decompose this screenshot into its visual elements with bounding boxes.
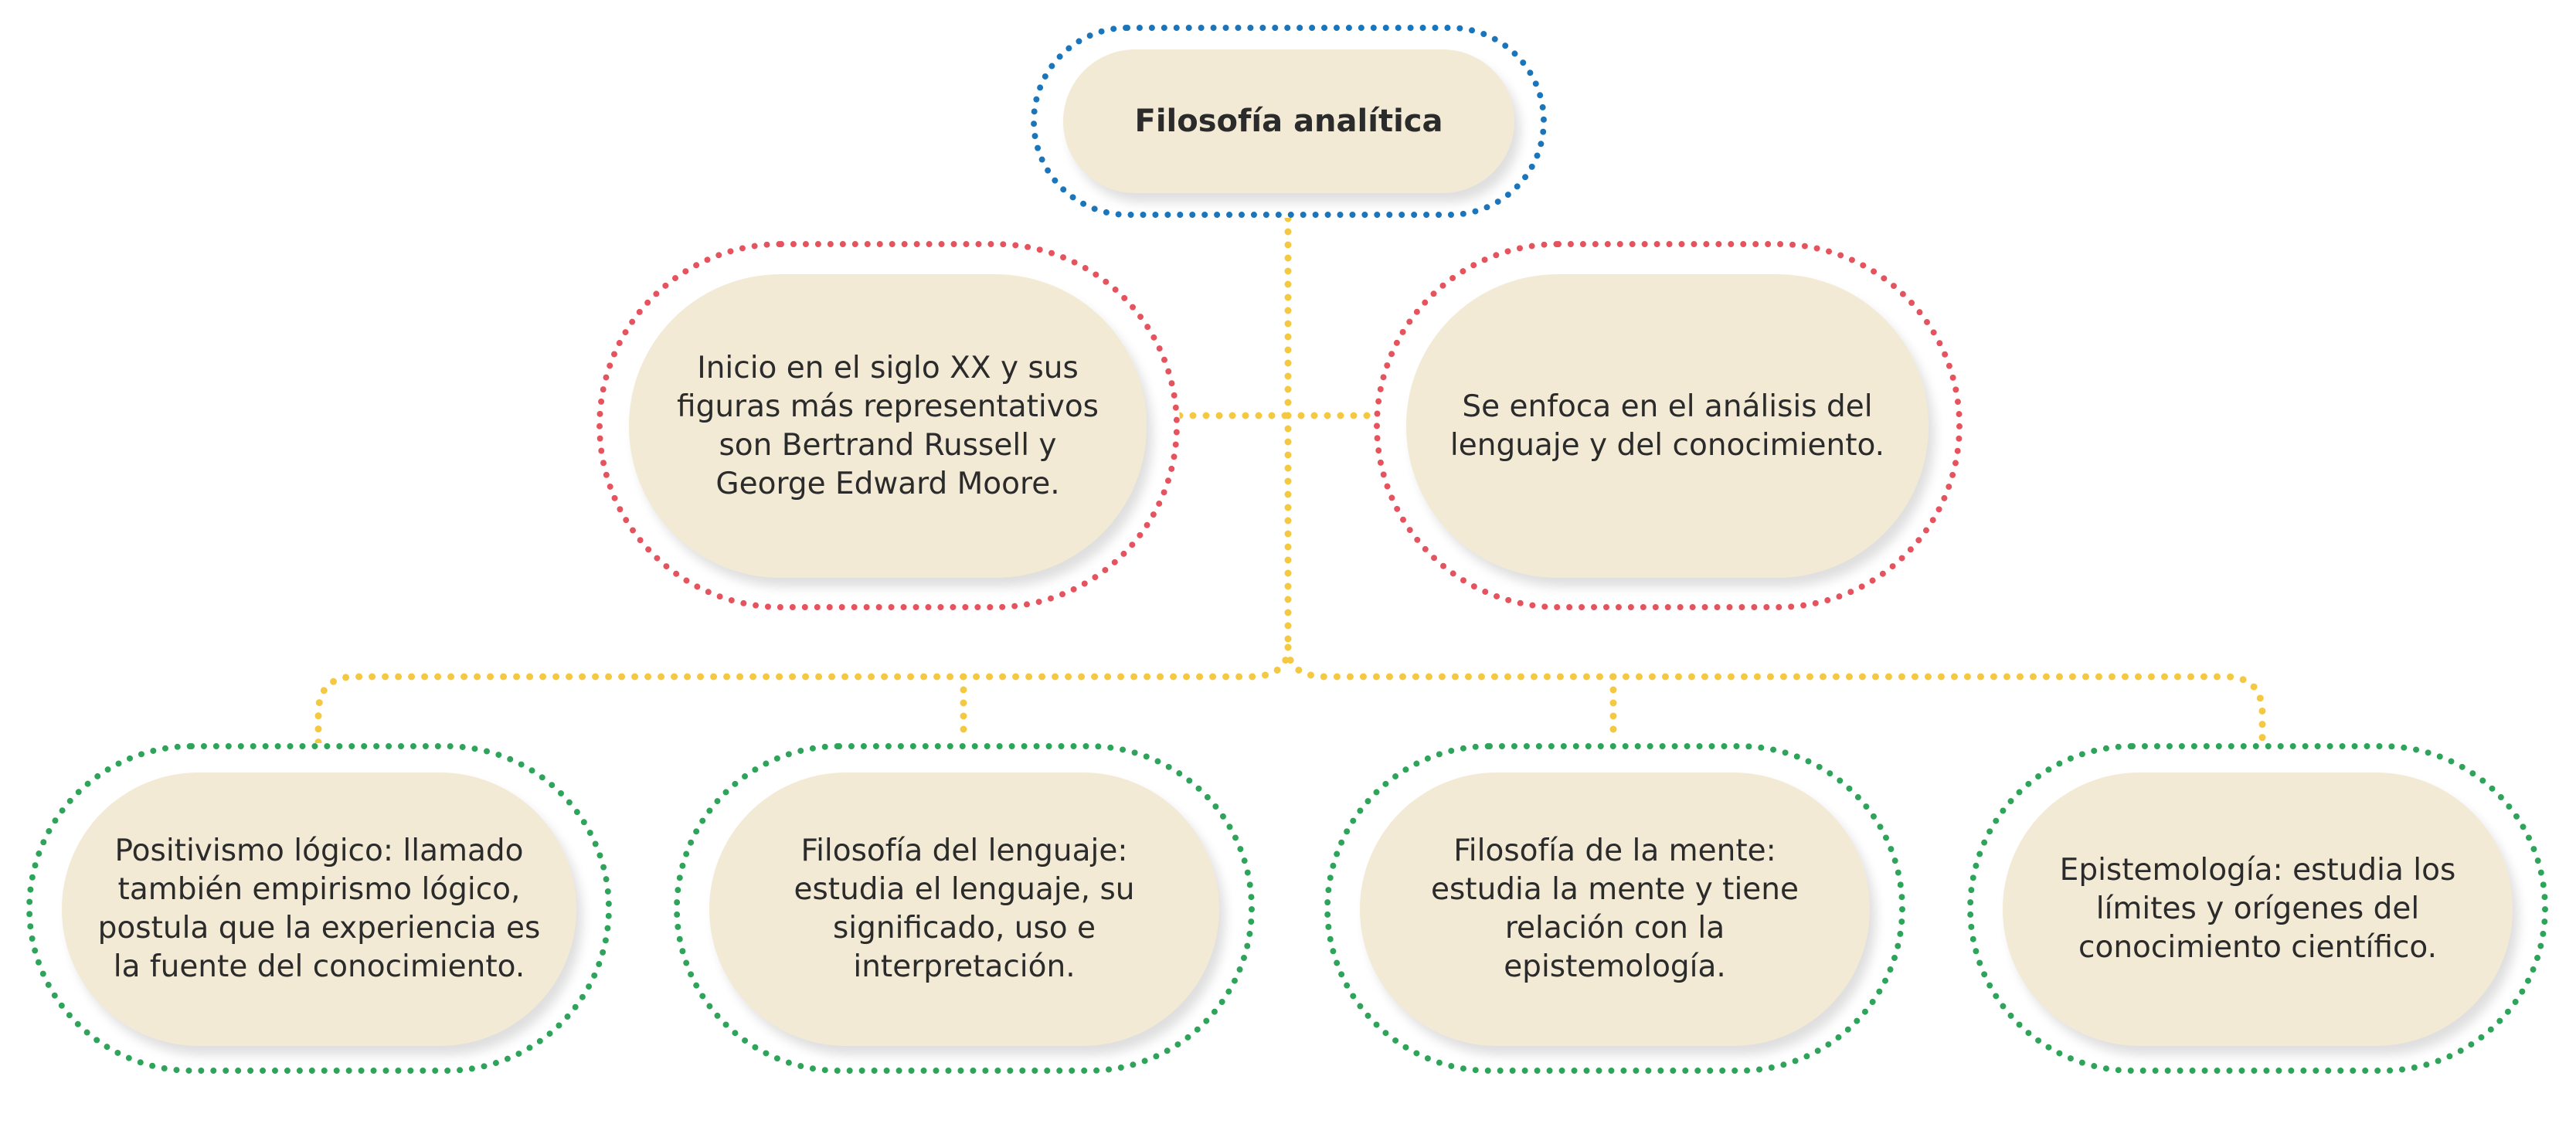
info-text-focus: Se enfoca en el análisis del lenguaje y …	[1449, 389, 1885, 463]
root-title: Filosofía analítica	[1134, 104, 1443, 139]
branch-node-positivismo: Positivismo lógico: llamado también empi…	[26, 743, 612, 1074]
branch-pill-mente: Filosofía de la mente: estudia la mente …	[1360, 772, 1870, 1046]
info-node-focus: Se enfoca en el análisis del lenguaje y …	[1374, 241, 1963, 610]
branch-node-lenguaje: Filosofía del lenguaje: estudia el lengu…	[674, 743, 1255, 1074]
branch-node-mente: Filosofía de la mente: estudia la mente …	[1324, 743, 1905, 1074]
branch-text-positivismo: Positivismo lógico: llamado también empi…	[97, 834, 541, 984]
info-pill-focus: Se enfoca en el análisis del lenguaje y …	[1406, 274, 1929, 578]
branch-pill-epistemologia: Epistemología: estudia los límites y orí…	[2003, 772, 2513, 1046]
branch-pill-lenguaje: Filosofía del lenguaje: estudia el lengu…	[709, 772, 1219, 1046]
info-pill-origin: Inicio en el siglo XX y sus figuras más …	[629, 274, 1147, 578]
branch-text-mente: Filosofía de la mente: estudia la mente …	[1430, 834, 1799, 984]
info-node-origin: Inicio en el siglo XX y sus figuras más …	[596, 241, 1180, 610]
root-node: Filosofía analítica	[1031, 25, 1547, 218]
connector-branch-bus-right	[1284, 643, 2266, 747]
connector-branch-bus	[314, 643, 1292, 747]
info-text-origin: Inicio en el siglo XX y sus figuras más …	[677, 350, 1099, 501]
branch-text-lenguaje: Filosofía del lenguaje: estudia el lengu…	[794, 834, 1135, 984]
branch-node-epistemologia: Epistemología: estudia los límites y orí…	[1967, 743, 2548, 1074]
branch-pill-positivismo: Positivismo lógico: llamado también empi…	[62, 772, 576, 1046]
branch-text-epistemologia: Epistemología: estudia los límites y orí…	[2059, 853, 2456, 965]
root-pill: Filosofía analítica	[1063, 49, 1514, 193]
